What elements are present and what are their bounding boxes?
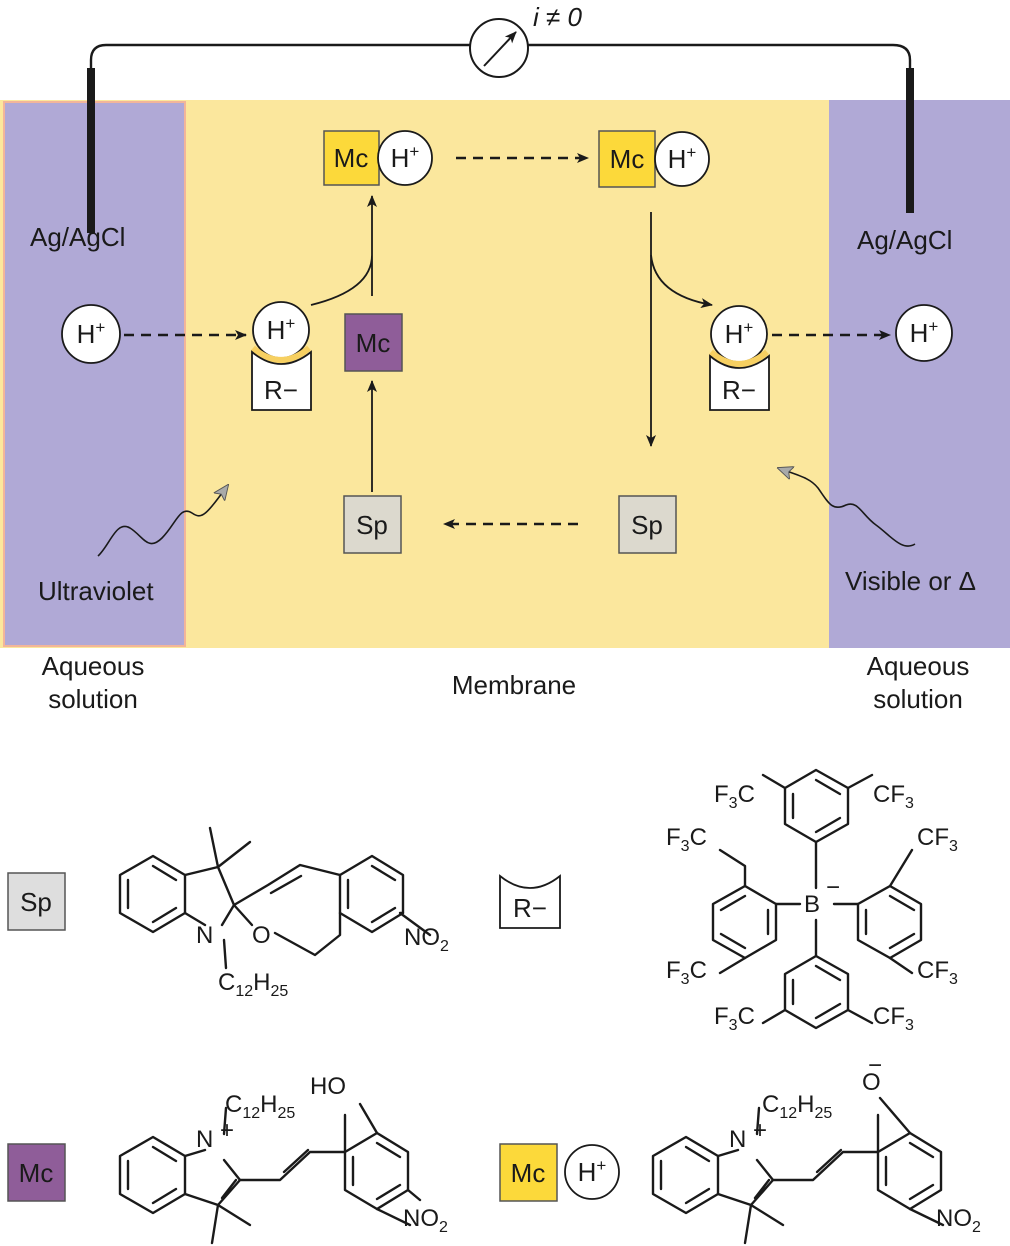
svg-text:Mc: Mc xyxy=(334,143,369,173)
circuit-wire xyxy=(89,43,912,72)
svg-text:H+: H+ xyxy=(725,318,754,349)
svg-text:B: B xyxy=(804,891,820,918)
svg-text:R−: R− xyxy=(722,375,756,405)
left-electrode xyxy=(87,68,95,233)
ionophore-right: R− xyxy=(709,349,770,411)
svg-text:C12H25: C12H25 xyxy=(218,969,288,1000)
uv-label: Ultraviolet xyxy=(38,576,154,606)
svg-text:H+: H+ xyxy=(267,314,296,345)
right-aqueous-region xyxy=(829,100,1010,648)
svg-text:Mc: Mc xyxy=(356,328,391,358)
arrow-h-release xyxy=(650,254,713,309)
svg-text:F3C: F3C xyxy=(666,957,707,988)
svg-text:H+: H+ xyxy=(910,317,939,348)
right-region-label-2: solution xyxy=(873,684,963,714)
arrow-binding xyxy=(310,196,372,306)
merocyanine-ho-structure: N + HO C12H25 NO2 xyxy=(118,1073,448,1245)
svg-text:C12H25: C12H25 xyxy=(225,1091,295,1122)
h-ion-right-aqueous: H+ xyxy=(895,304,953,362)
right-electrode xyxy=(906,68,914,213)
svg-text:R−: R− xyxy=(513,893,547,923)
svg-text:H+: H+ xyxy=(391,142,420,173)
svg-text:N: N xyxy=(196,1126,213,1153)
borate-structure: B − F3C CF3 F3C CF3 F3C CF3 F3C CF3 xyxy=(666,768,958,1034)
svg-text:H+: H+ xyxy=(668,143,697,174)
legend-mc-h-complex: Mc H+ xyxy=(499,1143,620,1202)
visible-light-arrow xyxy=(778,468,916,547)
h-ion-right-bound: H+ xyxy=(710,305,768,363)
svg-text:CF3: CF3 xyxy=(873,1003,914,1034)
svg-text:+: + xyxy=(753,1117,767,1144)
svg-text:O: O xyxy=(252,922,271,949)
left-electrode-label: Ag/AgCl xyxy=(30,222,125,252)
mc-h-complex-left: Mc H+ xyxy=(323,130,433,186)
svg-text:C12H25: C12H25 xyxy=(762,1091,832,1122)
legend-mc-box: Mc xyxy=(7,1143,66,1202)
svg-text:NO2: NO2 xyxy=(936,1205,981,1236)
right-electrode-label: Ag/AgCl xyxy=(857,225,952,255)
svg-text:CF3: CF3 xyxy=(917,957,958,988)
left-region-label-2: solution xyxy=(48,684,138,714)
h-ion-left-bound: H+ xyxy=(252,301,310,359)
uv-light-arrow xyxy=(97,485,228,557)
svg-text:H+: H+ xyxy=(77,318,106,349)
svg-text:NO2: NO2 xyxy=(404,924,449,955)
mc-h-complex-right: Mc H+ xyxy=(598,130,710,188)
svg-text:R−: R− xyxy=(264,375,298,405)
svg-text:CF3: CF3 xyxy=(917,824,958,855)
svg-text:+: + xyxy=(220,1117,234,1144)
svg-text:F3C: F3C xyxy=(666,824,707,855)
spiropyran-structure: N O NO2 C12H25 xyxy=(118,826,449,1000)
sp-box-left: Sp xyxy=(343,495,402,554)
svg-text:O: O xyxy=(862,1069,881,1096)
svg-text:Mc: Mc xyxy=(511,1158,546,1188)
svg-text:HO: HO xyxy=(310,1073,346,1100)
left-region-label: Aqueous xyxy=(42,651,145,681)
svg-text:−: − xyxy=(826,874,840,901)
legend-ionophore: R− xyxy=(499,874,561,929)
svg-text:Mc: Mc xyxy=(610,144,645,174)
ionophore-left: R− xyxy=(251,345,312,411)
svg-text:Sp: Sp xyxy=(356,510,388,540)
sp-box-right: Sp xyxy=(618,495,677,554)
membrane-label: Membrane xyxy=(452,670,576,700)
svg-text:N: N xyxy=(196,922,213,949)
svg-text:CF3: CF3 xyxy=(873,781,914,812)
svg-text:H+: H+ xyxy=(578,1156,607,1187)
merocyanine-o-structure: N + O − C12H25 NO2 xyxy=(651,1052,981,1245)
svg-text:N: N xyxy=(729,1126,746,1153)
svg-text:NO2: NO2 xyxy=(403,1205,448,1236)
mc-box-membrane: Mc xyxy=(344,313,403,372)
ammeter xyxy=(469,18,529,78)
svg-text:−: − xyxy=(868,1052,882,1079)
svg-text:Mc: Mc xyxy=(19,1158,54,1188)
visible-label: Visible or Δ xyxy=(845,566,976,596)
svg-text:Sp: Sp xyxy=(20,887,52,917)
svg-text:F3C: F3C xyxy=(714,781,755,812)
h-ion-left-aqueous: H+ xyxy=(61,304,121,364)
legend-sp-box: Sp xyxy=(7,872,66,931)
svg-text:F3C: F3C xyxy=(714,1003,755,1034)
current-label: i ≠ 0 xyxy=(533,2,582,32)
right-region-label: Aqueous xyxy=(867,651,970,681)
svg-text:Sp: Sp xyxy=(631,510,663,540)
